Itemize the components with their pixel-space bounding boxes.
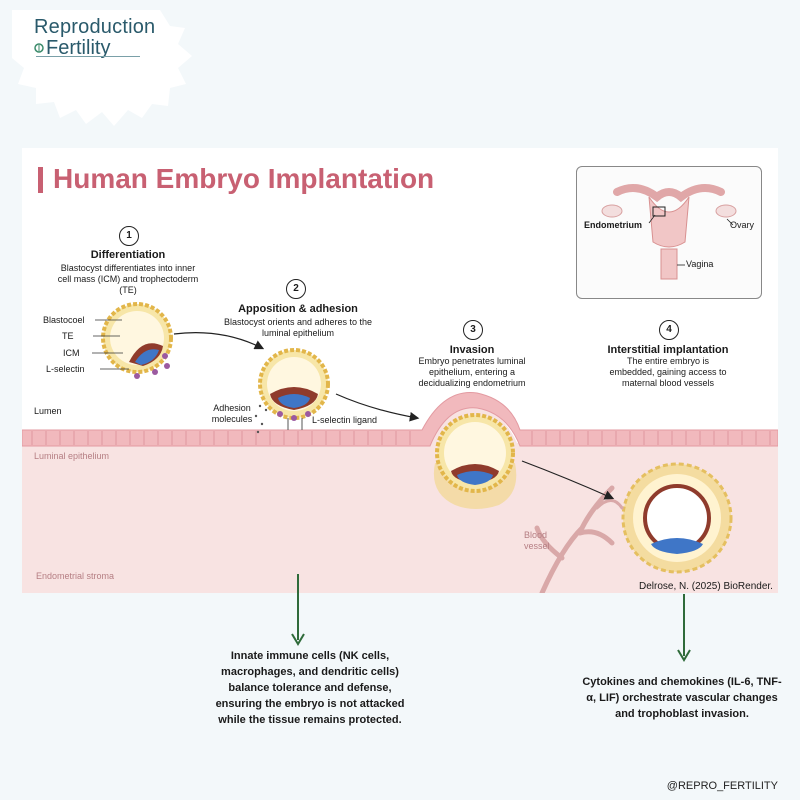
step-2-title: Apposition & adhesion [238,303,358,315]
immune-cells-note: Innate immune cells (NK cells, macrophag… [215,650,405,726]
credit-text: Delrose, N. (2025) BioRender. [639,581,773,592]
cytokines-note: Cytokines and chemokines (IL-6, TNF-α, L… [582,676,782,720]
brand-underline [36,56,140,57]
label-endometrial-stroma: Endometrial stroma [36,571,115,581]
brand-logo[interactable]: Reproduction Fertility [34,17,155,58]
label-pointer-lines [92,319,129,370]
blastocyst-differentiation [101,302,173,379]
embryo-interstitial [621,462,733,574]
step-3-title: Invasion [449,344,495,356]
step-4-number: 4 [659,320,679,340]
step-4-desc: The entire embryo is embedded, gaining a… [609,356,727,388]
label-adhesion-molecules: Adhesion molecules [211,403,253,424]
step-1-desc: Blastocyst differentiates into inner cel… [57,263,199,295]
uterus-inset [576,166,762,299]
adhesion-molecule-dots [254,404,268,434]
step-1-title: Differentiation [90,249,166,261]
blastocyst-apposition [258,348,330,430]
step-2-desc: Blastocyst orients and adheres to the lu… [223,317,373,338]
step-2-number: 2 [286,279,306,299]
label-ovary: Ovary [730,220,755,230]
title-accent-bar [38,167,43,193]
step-1-number: 1 [119,226,139,246]
label-icm: ICM [63,348,80,358]
epithelial-cells [31,431,771,445]
luminal-epithelium-band [22,391,778,447]
step-4-title: Interstitial implantation [607,344,729,356]
blood-vessel [534,485,624,593]
uterus-icon [601,184,737,280]
label-l-selectin-ligand: L-selectin ligand [312,415,378,425]
label-endometrium: Endometrium [584,220,643,230]
arrow-down-icon [291,574,305,646]
label-blastocoel: Blastocoel [43,315,85,325]
label-vagina: Vagina [686,259,714,269]
social-handle[interactable]: @REPRO_FERTILITY [666,780,778,792]
label-te: TE [62,331,74,341]
label-luminal-epithelium: Luminal epithelium [34,451,110,461]
label-blood-vessel: Blood vessel [524,530,550,551]
tissue-illustration [22,302,778,593]
label-l-selectin: L-selectin [46,364,85,374]
brand-line2: Fertility [46,37,111,59]
embryo-invasion [433,413,517,509]
page-title: Human Embryo Implantation [53,163,435,194]
label-lumen: Lumen [34,406,62,416]
leaf-icon [34,43,44,53]
step-3-number: 3 [463,320,483,340]
endometrial-stroma-tissue [22,402,778,593]
brand-starburst [12,10,192,126]
arrow-down-icon [677,594,691,662]
progression-arrows [173,332,615,500]
brand-line1: Reproduction [34,16,156,38]
step-3-desc: Embryo penetrates luminal epithelium, en… [418,356,526,388]
